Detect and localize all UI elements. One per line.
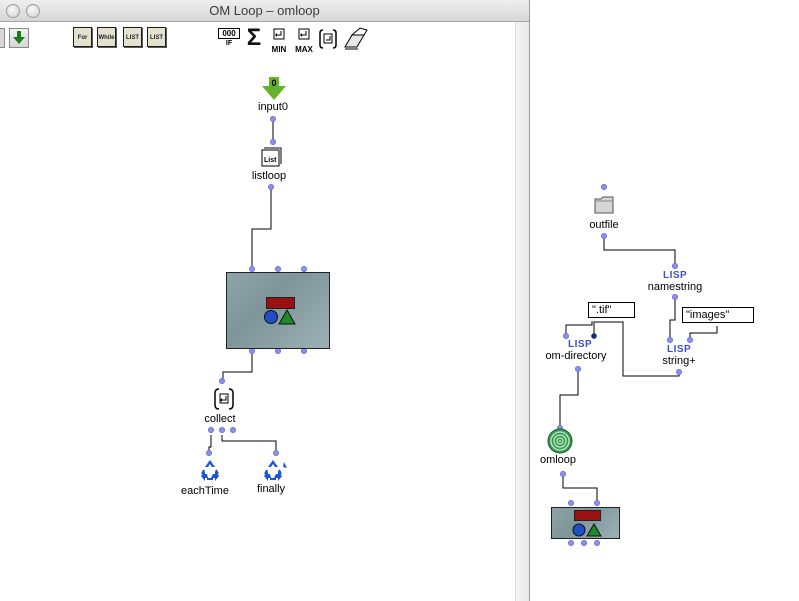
- max-label: MAX: [295, 45, 313, 54]
- toolbar: For While LIST LIST 000 IF Σ MIN: [0, 22, 529, 54]
- listloop-box[interactable]: List: [260, 146, 282, 168]
- output-bar: [574, 510, 601, 521]
- list-loop-icon: List: [261, 147, 282, 167]
- connection-wire: [559, 368, 579, 428]
- om-directory-label[interactable]: om-directory: [545, 350, 607, 362]
- max-button[interactable]: MAX: [292, 27, 316, 54]
- shapes-icon: [264, 308, 296, 325]
- min-label: MIN: [271, 45, 287, 54]
- spiral-loop-icon: [547, 428, 573, 454]
- list-loop-button[interactable]: LIST: [123, 27, 142, 47]
- connection-wire: [689, 326, 718, 340]
- sum-button[interactable]: Σ: [246, 24, 262, 51]
- if-label: IF: [225, 40, 233, 47]
- main-patch-connections: [556, 184, 718, 546]
- connection-wire: [603, 236, 676, 263]
- outfile-label[interactable]: outfile: [589, 219, 619, 231]
- inlet-dots: [206, 116, 307, 456]
- collect-icon: [319, 29, 337, 49]
- input0-label[interactable]: input0: [258, 101, 288, 113]
- connection-wire: [221, 435, 277, 454]
- connection-wire: [251, 186, 272, 267]
- recycle-icon: [201, 460, 219, 481]
- lisp-icon[interactable]: LISP: [568, 339, 593, 350]
- connection-wire: [669, 298, 676, 340]
- svg-text:List: List: [264, 157, 277, 164]
- lisp-icon[interactable]: LISP: [667, 344, 692, 355]
- window-edge-scroll[interactable]: [515, 22, 529, 601]
- omloop-box[interactable]: [547, 428, 573, 454]
- listloop-label[interactable]: listloop: [251, 170, 287, 182]
- images-value-box[interactable]: "images": [682, 307, 754, 323]
- loop-patch-connections: [206, 77, 307, 456]
- move-down-arrow-button[interactable]: [9, 28, 29, 48]
- while-loop-button[interactable]: While: [97, 27, 116, 47]
- window-title: OM Loop – omloop: [209, 3, 320, 18]
- collect-label[interactable]: collect: [204, 413, 236, 425]
- finally-label[interactable]: finally: [256, 483, 286, 495]
- title-bar[interactable]: OM Loop – omloop: [0, 0, 529, 22]
- eraser-icon: [344, 27, 368, 50]
- omloop-label[interactable]: omloop: [539, 454, 577, 466]
- connected-inlet-dot: [591, 333, 597, 339]
- down-arrow-icon: [13, 31, 25, 44]
- input0-arrow-icon[interactable]: [262, 77, 286, 100]
- minimize-window-button[interactable]: [26, 4, 40, 18]
- eachtime-label[interactable]: eachTime: [181, 485, 229, 497]
- omloop-patch-box[interactable]: [551, 507, 620, 539]
- omloop-editor-window: OM Loop – omloop For While LIST LIST 000…: [0, 0, 530, 601]
- close-window-button[interactable]: [6, 4, 20, 18]
- loop-body-box[interactable]: [226, 272, 330, 349]
- finally-box[interactable]: [262, 458, 288, 482]
- for-loop-button[interactable]: For: [73, 27, 92, 47]
- eachtime-box[interactable]: [198, 458, 222, 482]
- tif-value-box[interactable]: ".tif": [588, 302, 635, 318]
- output-bar: [266, 297, 295, 309]
- connection-wire: [593, 321, 680, 377]
- min-button[interactable]: MIN: [267, 27, 291, 54]
- collect-box[interactable]: [213, 387, 235, 411]
- input0-zero-badge: 0: [271, 78, 277, 88]
- connection-wire: [562, 474, 598, 503]
- return-arrow-icon: [273, 28, 285, 40]
- connection-wire: [565, 321, 593, 338]
- counter-if-button[interactable]: 000 IF: [218, 28, 240, 50]
- inlet-dots: [556, 184, 694, 546]
- counter-label: 000: [218, 28, 240, 39]
- folder-icon: [594, 196, 614, 214]
- collect-icon: [214, 388, 234, 410]
- on-list-loop-button[interactable]: LIST: [147, 27, 166, 47]
- return-arrow-icon: [298, 28, 310, 40]
- collect-tool-button[interactable]: [318, 28, 338, 50]
- outfile-box[interactable]: [593, 193, 615, 215]
- main-patch-editor: outfile LISP namestring ".tif" "images" …: [530, 0, 799, 601]
- connection-wire: [222, 353, 253, 381]
- lisp-icon[interactable]: LISP: [663, 270, 688, 281]
- recycle-finally-icon: [264, 460, 287, 481]
- partial-tool-button[interactable]: [0, 28, 5, 48]
- finally-tool-button[interactable]: [342, 27, 368, 51]
- shapes-icon: [572, 523, 602, 537]
- string-plus-label[interactable]: string+: [662, 355, 696, 367]
- namestring-label[interactable]: namestring: [647, 281, 703, 293]
